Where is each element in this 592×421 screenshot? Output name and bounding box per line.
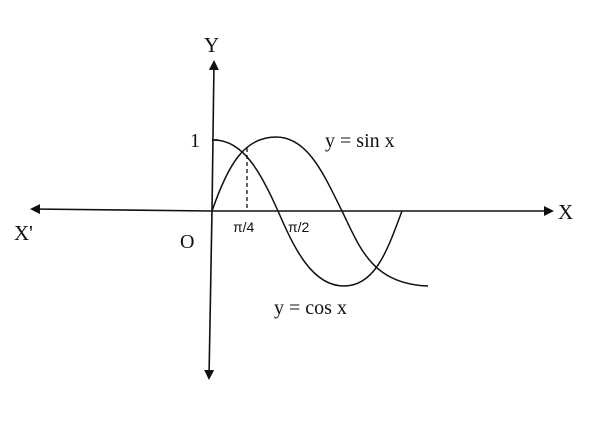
sin-curve-label: y = sin x [325,130,395,152]
x-neg-axis-label: X' [14,221,33,245]
y-axis-label: Y [204,33,219,57]
x-tick-label-pi-4: π/4 [233,219,255,235]
x-tick-label-pi-2: π/2 [288,219,310,235]
y-tick-label: 1 [190,130,200,152]
x-axis-negative [30,204,213,215]
x-axis-label: X [558,200,573,224]
sin-curve [211,136,429,287]
y-axis-positive [208,60,219,212]
origin-label: O [180,231,194,253]
y-axis-negative [204,210,215,380]
cos-curve [213,139,403,287]
cos-curve-label: y = cos x [274,297,347,319]
